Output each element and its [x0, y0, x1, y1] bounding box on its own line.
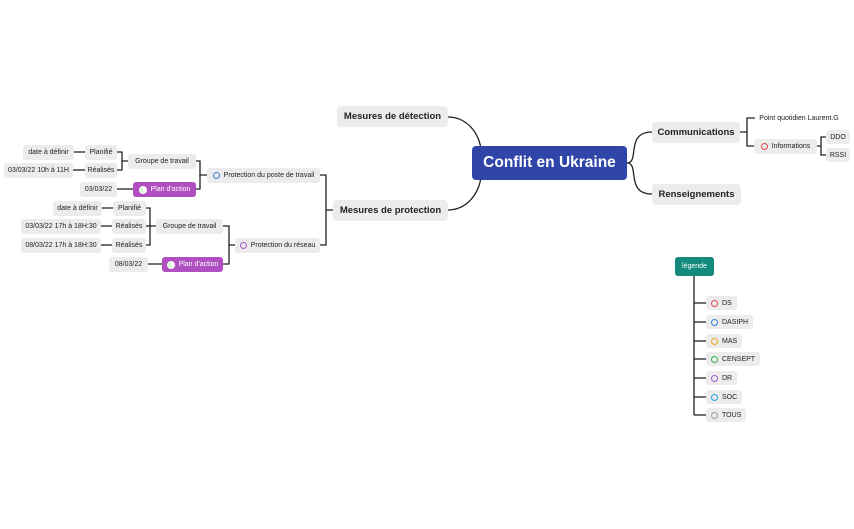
legend-item-label: CENSEPT	[722, 355, 756, 363]
user-icon	[212, 172, 220, 179]
legend-item-label: TOUS	[722, 411, 742, 419]
topic-plan-action-reseau[interactable]: Plan d'action	[162, 257, 223, 272]
topic-realises-date-reseau-2[interactable]: 08/03/22 17h à 18H:30	[21, 238, 101, 253]
user-icon	[711, 337, 718, 345]
topic-planifie-reseau[interactable]: Planifié	[113, 201, 146, 216]
topic-mesures-detection[interactable]: Mesures de détection	[337, 106, 448, 127]
legend-item-soc[interactable]: SOC	[706, 390, 743, 404]
topic-planifie-poste[interactable]: Planifié	[85, 145, 117, 160]
user-icon	[711, 355, 718, 363]
user-icon	[711, 393, 718, 401]
user-icon	[711, 374, 718, 382]
topic-protection-reseau[interactable]: Protection du réseau	[235, 238, 320, 253]
topic-plan-action-poste-label: Plan d'action	[150, 186, 191, 193]
topic-groupe-travail-poste[interactable]: Groupe de travail	[128, 154, 196, 169]
topic-realises-reseau-2[interactable]: Réalisés	[112, 238, 146, 253]
legend-item-label: MAS	[722, 337, 738, 345]
topic-protection-reseau-label: Protection du réseau	[250, 242, 316, 249]
legend-item-dasiph[interactable]: DASIPH	[706, 315, 754, 329]
topic-rssi[interactable]: RSSI	[826, 148, 850, 162]
progress-icon	[138, 185, 147, 194]
user-icon	[711, 318, 718, 326]
topic-plan-action-poste[interactable]: Plan d'action	[133, 182, 196, 197]
user-icon	[711, 299, 718, 307]
topic-planifie-date-poste[interactable]: date à définir	[23, 145, 74, 160]
topic-realises-poste[interactable]: Réalisés	[85, 163, 117, 178]
legend-item-tous[interactable]: TOUS	[706, 408, 747, 422]
legend-item-label: DASIPH	[722, 318, 749, 326]
topic-realises-date-poste[interactable]: 03/03/22 10h à 11H	[4, 163, 73, 178]
legend-item-label: DR	[722, 374, 733, 382]
topic-plan-action-reseau-label: Plan d'action	[178, 261, 219, 268]
topic-realises-date-reseau-1[interactable]: 03/03/22 17h à 18H:30	[21, 219, 101, 234]
legend-item-ds[interactable]: DS	[706, 296, 737, 310]
root-topic[interactable]: Conflit en Ukraine	[472, 146, 627, 180]
user-icon	[760, 143, 768, 150]
topic-plan-date-poste[interactable]: 03/03/22	[80, 182, 117, 197]
legend-item-label: SOC	[722, 393, 738, 401]
user-icon	[239, 242, 247, 249]
topic-protection-poste-label: Protection du poste de travail	[223, 172, 315, 179]
topic-plan-date-reseau[interactable]: 08/03/22	[109, 257, 148, 272]
topic-informations[interactable]: Informations	[754, 139, 817, 154]
topic-point-quotidien[interactable]: Point quotidien Laurent.G	[759, 114, 839, 122]
topic-realises-reseau-1[interactable]: Réalisés	[112, 219, 146, 234]
legend-item-label: DS	[722, 299, 732, 307]
user-icon	[711, 411, 718, 419]
progress-icon	[166, 260, 175, 269]
topic-informations-label: Informations	[771, 143, 811, 150]
topic-ddo[interactable]: DDO	[826, 130, 850, 144]
legend-title[interactable]: légende	[675, 257, 714, 276]
legend-item-mas[interactable]: MAS	[706, 334, 743, 348]
legend-item-censept[interactable]: CENSEPT	[706, 352, 761, 366]
topic-renseignements[interactable]: Renseignements	[652, 184, 741, 205]
topic-mesures-protection[interactable]: Mesures de protection	[333, 200, 448, 221]
topic-communications[interactable]: Communications	[652, 122, 740, 143]
topic-planifie-date-reseau[interactable]: date à définir	[53, 201, 102, 216]
topic-protection-poste[interactable]: Protection du poste de travail	[207, 168, 320, 183]
topic-groupe-travail-reseau[interactable]: Groupe de travail	[156, 219, 223, 234]
legend-item-dr[interactable]: DR	[706, 371, 738, 385]
